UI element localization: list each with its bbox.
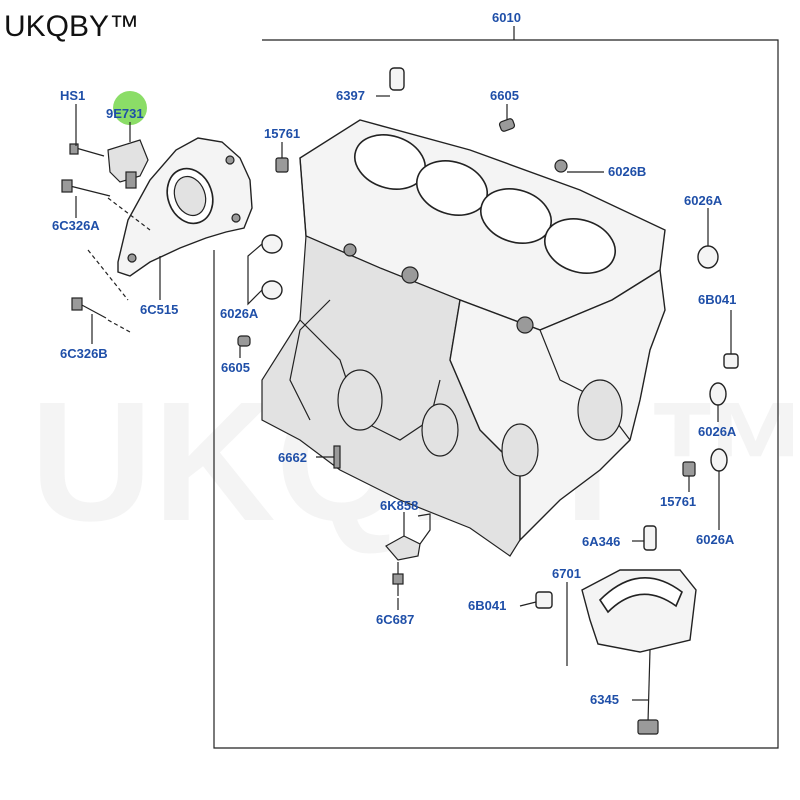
leader-6026a-left (247, 243, 263, 306)
plug-15761-left (275, 157, 289, 173)
block-rib (289, 299, 331, 421)
sensor-6k858-lead (417, 513, 431, 545)
label-6026a-right-bottom: 6026A (696, 532, 735, 547)
plug-15761-right (682, 461, 696, 477)
carrier-hole (225, 155, 235, 165)
bearing-saddle (337, 369, 383, 431)
plug-6026b (554, 159, 568, 173)
pin-6605-left (237, 335, 251, 347)
leader-6b041-bottom (519, 601, 537, 607)
label-6a346: 6A346 (582, 534, 620, 549)
cylinder-bore-4 (544, 218, 616, 274)
dowel-6b041-bottom (535, 591, 553, 609)
dowel-6a346 (643, 525, 657, 551)
label-6605-left: 6605 (221, 360, 250, 375)
plug-6026a-right-mid (709, 382, 727, 406)
dash-line (87, 249, 129, 301)
label-6026b: 6026B (608, 164, 646, 179)
label-6701: 6701 (552, 566, 581, 581)
label-15761-right: 15761 (660, 494, 696, 509)
bolt-head-6c326b (71, 297, 83, 311)
label-9e731: 9E731 (106, 106, 144, 121)
label-6026a-left: 6026A (220, 306, 259, 321)
bearing-cap-arc (598, 576, 683, 614)
label-6c687: 6C687 (376, 612, 414, 627)
label-6662: 6662 (278, 450, 307, 465)
label-15761-left: 15761 (264, 126, 300, 141)
label-6c515: 6C515 (140, 302, 178, 317)
label-6026a-right-mid: 6026A (698, 424, 737, 439)
sensor-tip (125, 171, 137, 189)
bolt-hs1 (75, 147, 105, 157)
label-6605-top: 6605 (490, 88, 519, 103)
bolt-6c326b (79, 303, 107, 319)
rear-seal-carrier-group (61, 137, 253, 333)
dowel-6397 (389, 67, 405, 91)
carrier-hole (231, 213, 241, 223)
sensor-6k858 (385, 535, 421, 561)
bolt-head-6c326a (61, 179, 73, 193)
label-6b041-bottom: 6B041 (468, 598, 506, 613)
crankshaft-position-sensor (107, 139, 149, 183)
dash-line (107, 319, 131, 333)
small-parts (237, 67, 739, 735)
carrier-hole (127, 253, 137, 263)
highlight-marker (113, 91, 147, 125)
plug-6026a-left-2 (261, 280, 283, 300)
plug-6026a-left-1 (261, 234, 283, 254)
pin-6662 (333, 445, 341, 469)
dowel-6b041-right (723, 353, 739, 369)
dash-line (107, 197, 151, 231)
plug-6026a-right-bottom (710, 448, 728, 472)
bolt-6345 (647, 649, 651, 723)
label-6c326b: 6C326B (60, 346, 108, 361)
label-6026a-right-top: 6026A (684, 193, 723, 208)
leader-lines (75, 95, 732, 701)
block-port (401, 266, 419, 284)
plug-6026a-right-top (697, 245, 719, 269)
label-6345: 6345 (590, 692, 619, 707)
bearing-saddle (577, 379, 623, 441)
label-6k858: 6K858 (380, 498, 418, 513)
pin-6605-top (498, 118, 516, 132)
label-6b041-right: 6B041 (698, 292, 736, 307)
bolt-head-6345 (637, 719, 659, 735)
label-hs1: HS1 (60, 88, 85, 103)
label-6397: 6397 (336, 88, 365, 103)
label-6c326a: 6C326A (52, 218, 100, 233)
bearing-saddle (421, 403, 459, 457)
bearing-saddle (501, 423, 539, 477)
label-6010: 6010 (492, 10, 521, 25)
brand-logo: UKQBY™ (4, 10, 139, 43)
block-right-face (449, 268, 666, 542)
block-frame (213, 39, 779, 749)
bolt-head-6c687 (392, 573, 404, 585)
seal-inner (173, 175, 207, 217)
block-port (343, 243, 357, 257)
block-port (516, 316, 534, 334)
part-labels: HS1 9E731 6C326A 6C515 6C326B 6010 6397 … (52, 10, 737, 707)
bolt-6c326a (69, 185, 111, 197)
bolt-head-hs1 (69, 143, 79, 155)
